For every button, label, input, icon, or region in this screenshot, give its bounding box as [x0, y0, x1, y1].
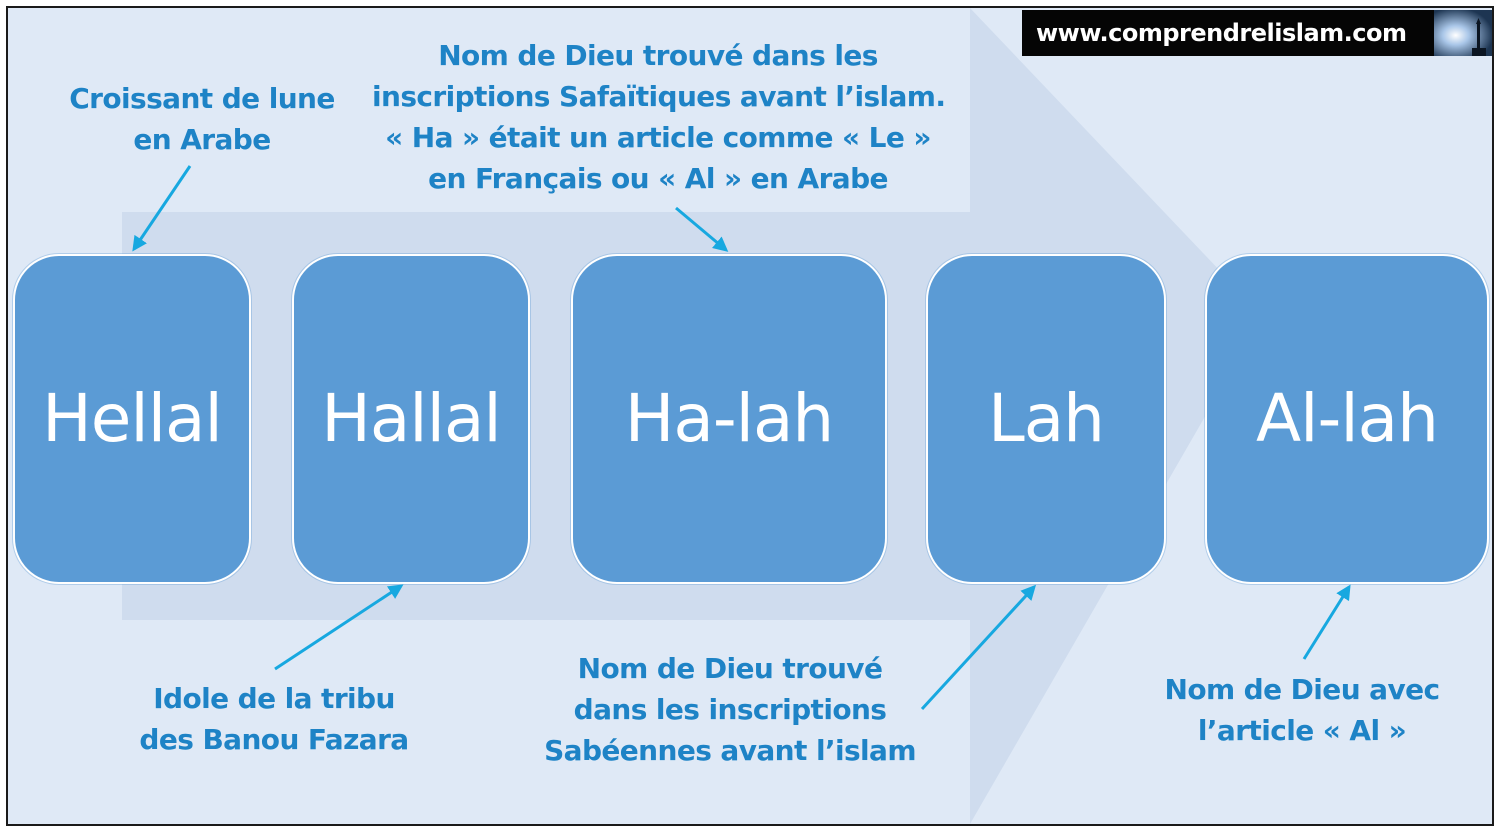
annotation-line: Croissant de lune — [69, 82, 335, 115]
box-lah-label: Lah — [987, 380, 1105, 457]
annotation-line: Sabéennes avant l’islam — [544, 734, 916, 767]
box-al-lah-label: Al-lah — [1256, 380, 1439, 457]
annotation-croissant: Croissant de lune en Arabe — [52, 78, 352, 160]
box-hallal: Hallal — [292, 254, 530, 584]
annotation-line: Nom de Dieu avec — [1164, 673, 1440, 706]
site-banner[interactable]: www.comprendrelislam.com — [1022, 10, 1492, 56]
annotation-line: Nom de Dieu trouvé — [577, 652, 883, 685]
annotation-idole: Idole de la tribu des Banou Fazara — [124, 678, 424, 760]
annotation-article-al: Nom de Dieu avec l’article « Al » — [1152, 669, 1452, 751]
annotation-line: l’article « Al » — [1197, 714, 1407, 747]
annotation-line: inscriptions Safaïtiques avant l’islam. — [372, 80, 946, 113]
annotation-line: « Ha » était un article comme « Le » — [385, 121, 931, 154]
annotation-line: Nom de Dieu trouvé dans les — [438, 39, 878, 72]
annotation-line: en Français ou « Al » en Arabe — [428, 162, 888, 195]
box-ha-lah: Ha-lah — [571, 254, 887, 584]
box-al-lah: Al-lah — [1205, 254, 1489, 584]
moon-minaret-icon — [1434, 10, 1492, 56]
box-ha-lah-label: Ha-lah — [624, 380, 834, 457]
annotation-line: des Banou Fazara — [139, 723, 409, 756]
annotation-line: Idole de la tribu — [153, 682, 395, 715]
annotation-safaitic: Nom de Dieu trouvé dans les inscriptions… — [372, 35, 946, 199]
box-hellal: Hellal — [13, 254, 251, 584]
annotation-line: dans les inscriptions — [573, 693, 887, 726]
annotation-line: en Arabe — [133, 123, 271, 156]
diagram-frame: www.comprendrelislam.com Hellal Hallal H… — [6, 6, 1494, 826]
annotation-sabeennes: Nom de Dieu trouvé dans les inscriptions… — [538, 648, 922, 771]
box-lah: Lah — [926, 254, 1166, 584]
box-hellal-label: Hellal — [42, 380, 223, 457]
box-hallal-label: Hallal — [321, 380, 502, 457]
site-url[interactable]: www.comprendrelislam.com — [1036, 19, 1407, 47]
